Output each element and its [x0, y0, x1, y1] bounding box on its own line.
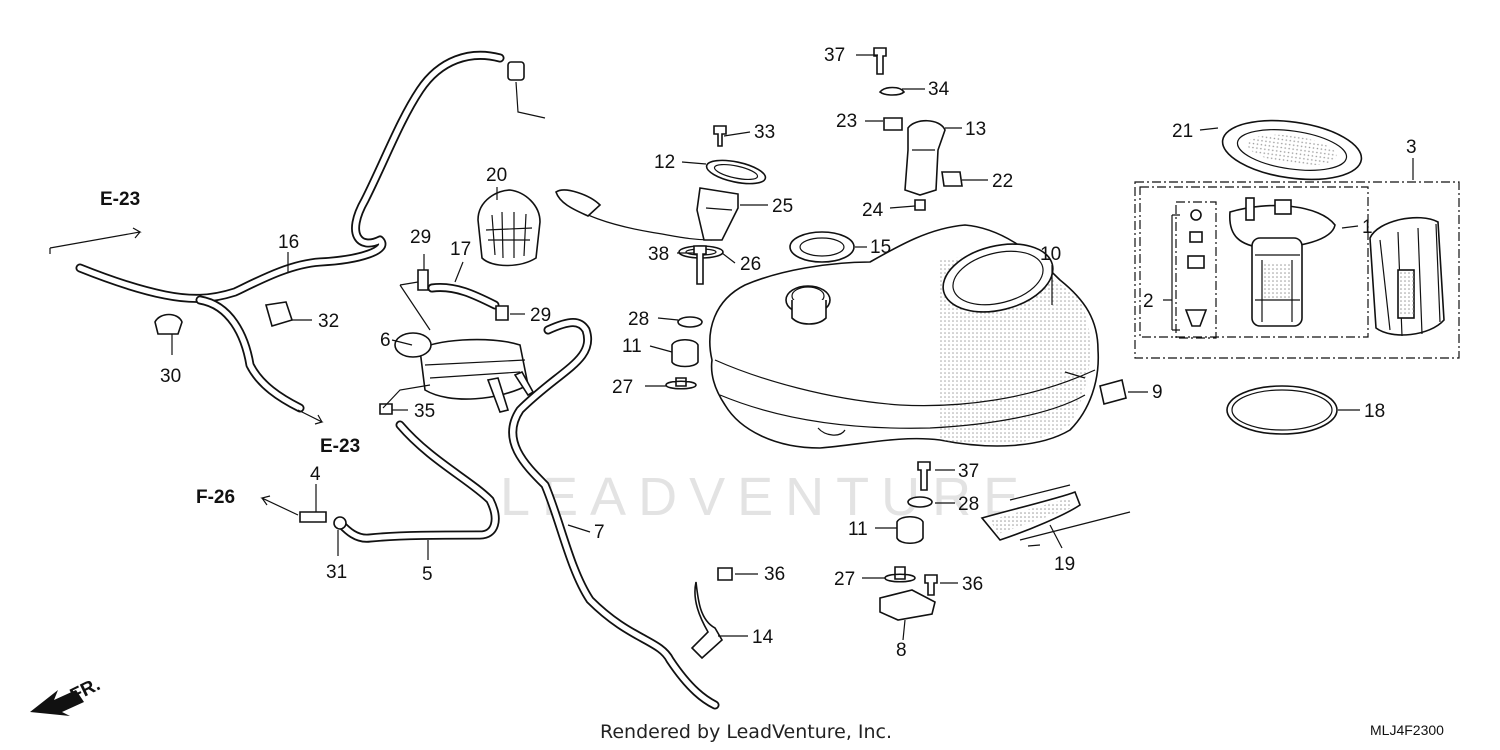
- clip-29b[interactable]: [495, 305, 509, 321]
- callout-15[interactable]: 15: [870, 237, 891, 258]
- clip-32[interactable]: [264, 301, 294, 327]
- callout-16[interactable]: 16: [278, 232, 299, 253]
- callout-27b[interactable]: 27: [834, 569, 855, 590]
- hose-17[interactable]: [427, 282, 500, 310]
- bolt-36a[interactable]: [717, 567, 733, 581]
- callout-24[interactable]: 24: [862, 200, 884, 221]
- fuel-level-sensor[interactable]: [555, 187, 739, 241]
- callout-32[interactable]: 32: [318, 311, 339, 332]
- fuel-pump-assembly[interactable]: [1134, 181, 1460, 359]
- callout-19[interactable]: 19: [1054, 554, 1075, 575]
- bracket-13[interactable]: [904, 119, 946, 196]
- bolt-38[interactable]: [693, 245, 707, 285]
- callout-38[interactable]: 38: [648, 244, 669, 265]
- callout-3[interactable]: 3: [1406, 137, 1417, 158]
- bracket-14[interactable]: [690, 567, 733, 660]
- callout-27a[interactable]: 27: [612, 377, 633, 398]
- callout-9[interactable]: 9: [1152, 382, 1163, 403]
- callout-28a[interactable]: 28: [628, 309, 649, 330]
- collar-27a[interactable]: [665, 377, 697, 390]
- clip-9[interactable]: [1099, 379, 1127, 405]
- callout-6[interactable]: 6: [380, 330, 391, 351]
- reference-arrows: [49, 227, 324, 516]
- callout-12[interactable]: 12: [654, 152, 675, 173]
- cushion-11b[interactable]: [896, 515, 924, 545]
- clip-22[interactable]: [941, 171, 963, 187]
- filler-seal-ring[interactable]: [789, 231, 855, 263]
- callout-7[interactable]: 7: [594, 522, 605, 543]
- washer-28a[interactable]: [677, 316, 703, 328]
- oring-34[interactable]: [878, 86, 906, 96]
- callout-29b[interactable]: 29: [530, 305, 551, 326]
- callout-23[interactable]: 23: [836, 111, 857, 132]
- callout-8[interactable]: 8: [896, 640, 907, 661]
- front-direction-arrow: FR.: [30, 674, 104, 716]
- callout-2[interactable]: 2: [1143, 291, 1154, 312]
- drain-hose-7[interactable]: [508, 318, 720, 710]
- collar-27b[interactable]: [884, 566, 916, 583]
- pump-mounting-plate[interactable]: [1219, 113, 1365, 188]
- bracket-19[interactable]: [980, 484, 1131, 547]
- callout-10[interactable]: 10: [1040, 244, 1061, 265]
- callout-34[interactable]: 34: [928, 79, 950, 100]
- washer-28b[interactable]: [907, 496, 933, 508]
- callout-28b[interactable]: 28: [958, 494, 979, 515]
- fuel-filler-cap[interactable]: [477, 189, 541, 267]
- leader-lines: [171, 54, 1414, 641]
- callout-17[interactable]: 17: [450, 239, 471, 260]
- callout-36a[interactable]: 36: [764, 564, 785, 585]
- ref-f26: F-26: [196, 487, 235, 508]
- callout-26[interactable]: 26: [740, 254, 761, 275]
- rubber-23[interactable]: [883, 117, 903, 131]
- pump-packing-ring[interactable]: [1226, 385, 1338, 435]
- callout-labels: 1 2 3 4 5 6 7 8 9 10 11 11 12 13 14 15 1…: [160, 45, 1417, 661]
- ref-e23-bottom: E-23: [320, 436, 360, 457]
- callout-31[interactable]: 31: [326, 562, 347, 583]
- callout-21[interactable]: 21: [1172, 121, 1193, 142]
- rendered-by-credit: Rendered by LeadVenture, Inc.: [600, 721, 892, 743]
- callout-11a[interactable]: 11: [622, 336, 642, 357]
- callout-37b[interactable]: 37: [958, 461, 979, 482]
- fuel-tank[interactable]: [709, 224, 1100, 449]
- watermark-text: LEADVENTURE: [500, 467, 1031, 527]
- diagram-code: MLJ4F2300: [1370, 722, 1444, 738]
- callout-20[interactable]: 20: [486, 165, 507, 186]
- clamp-30[interactable]: [154, 313, 183, 335]
- callout-29a[interactable]: 29: [410, 227, 431, 248]
- callout-14[interactable]: 14: [752, 627, 774, 648]
- callout-22[interactable]: 22: [992, 171, 1013, 192]
- bolt-37-top[interactable]: [873, 47, 887, 75]
- breather-hose-16[interactable]: [75, 50, 546, 413]
- joint-4[interactable]: [299, 511, 327, 523]
- clip-29a[interactable]: [417, 269, 429, 291]
- drain-hose-5[interactable]: [335, 420, 500, 543]
- callout-30[interactable]: 30: [160, 366, 181, 387]
- callout-37a[interactable]: 37: [824, 45, 845, 66]
- callout-25[interactable]: 25: [772, 196, 793, 217]
- callout-18[interactable]: 18: [1364, 401, 1385, 422]
- evap-canister[interactable]: [394, 332, 535, 413]
- callout-5[interactable]: 5: [422, 564, 433, 585]
- sensor-packing-12[interactable]: [705, 156, 768, 188]
- callout-1[interactable]: 1: [1362, 217, 1373, 238]
- cushion-11a[interactable]: [671, 338, 699, 368]
- bracket-8[interactable]: [879, 589, 936, 621]
- bolt-36b[interactable]: [924, 574, 938, 596]
- clip-35[interactable]: [379, 403, 393, 415]
- callout-13[interactable]: 13: [965, 119, 986, 140]
- clip-31[interactable]: [333, 516, 347, 530]
- callout-4[interactable]: 4: [310, 464, 321, 485]
- callout-35[interactable]: 35: [414, 401, 435, 422]
- callout-11b[interactable]: 11: [848, 519, 868, 540]
- callout-33[interactable]: 33: [754, 122, 775, 143]
- callout-36b[interactable]: 36: [962, 574, 983, 595]
- collar-24[interactable]: [914, 199, 926, 211]
- ref-e23-top: E-23: [100, 189, 140, 210]
- bolt-33[interactable]: [713, 125, 727, 147]
- bolt-37-bottom[interactable]: [917, 461, 931, 491]
